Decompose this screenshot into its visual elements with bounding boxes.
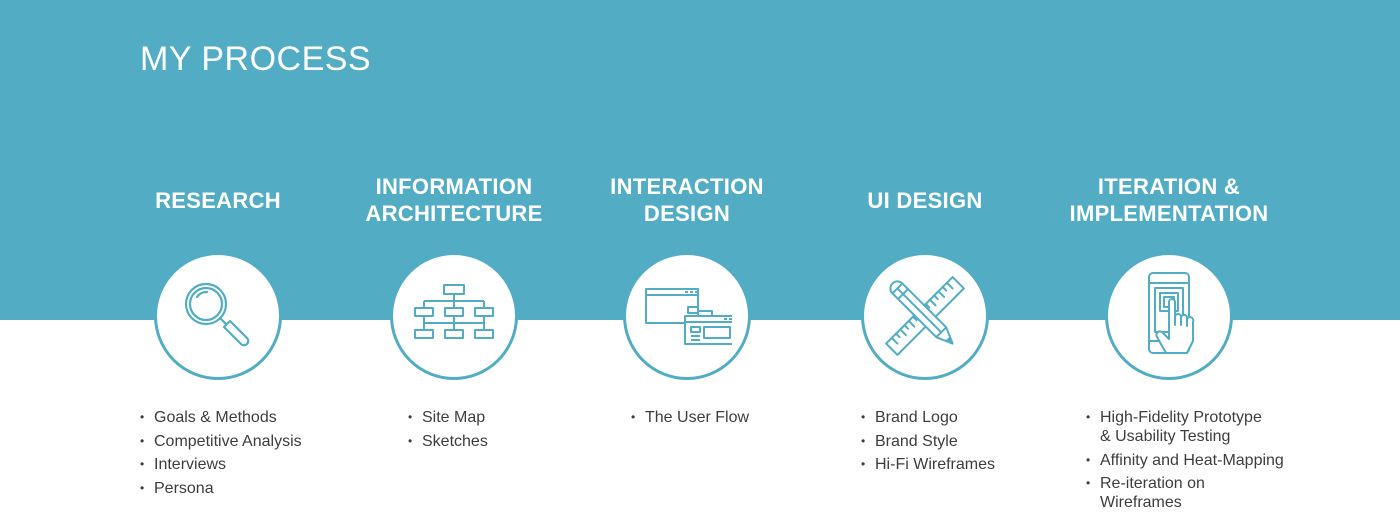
icon-circle — [154, 252, 282, 380]
list-item: Persona — [140, 479, 302, 498]
pencil-ruler-icon — [885, 276, 965, 356]
icon-circle — [623, 252, 751, 380]
list-item: Brand Style — [861, 432, 995, 451]
phone-touch-icon — [1148, 272, 1195, 354]
list-item: Affinity and Heat-Mapping — [1086, 451, 1289, 470]
icon-circle — [1105, 252, 1233, 380]
step-heading: RESEARCH — [155, 187, 281, 213]
bullet-list: The User Flow — [631, 408, 749, 432]
list-item: Sketches — [408, 432, 488, 451]
list-item: Hi-Fi Wireframes — [861, 455, 995, 474]
process-step-ui-design: UI DESIGN Brand Logo Brand Style Hi-Fi W… — [805, 168, 1045, 474]
list-item: Brand Logo — [861, 408, 995, 427]
list-item: Interviews — [140, 455, 302, 474]
process-step-information-architecture: INFORMATION ARCHITECTURE Site Map Sketch… — [334, 168, 574, 451]
list-item: Re-iteration on Wireframes — [1086, 474, 1289, 512]
bullet-list: Goals & Methods Competitive Analysis Int… — [140, 408, 302, 502]
list-item: High-Fidelity Prototype & Usability Test… — [1086, 408, 1289, 446]
step-heading: INFORMATION ARCHITECTURE — [365, 174, 543, 226]
step-heading: UI DESIGN — [867, 187, 983, 213]
step-heading: INTERACTION DESIGN — [610, 174, 764, 226]
step-heading: ITERATION & IMPLEMENTATION — [1069, 174, 1269, 226]
list-item: Competitive Analysis — [140, 432, 302, 451]
bullet-list: High-Fidelity Prototype & Usability Test… — [1086, 408, 1289, 517]
bullet-list: Site Map Sketches — [408, 408, 488, 455]
sitemap-icon — [414, 284, 494, 339]
list-item: The User Flow — [631, 408, 749, 427]
bullet-list: Brand Logo Brand Style Hi-Fi Wireframes — [861, 408, 995, 479]
page-title: MY PROCESS — [140, 40, 372, 78]
icon-circle — [390, 252, 518, 380]
icon-circle — [861, 252, 989, 380]
magnifier-icon — [184, 282, 250, 347]
process-step-interaction-design: INTERACTION DESIGN The User Flow — [567, 168, 807, 427]
list-item: Goals & Methods — [140, 408, 302, 427]
process-step-iteration-implementation: ITERATION & IMPLEMENTATION High-Fidelity… — [1049, 168, 1289, 511]
list-item: Site Map — [408, 408, 488, 427]
process-step-research: RESEARCH Goals & Methods Competitive Ana… — [98, 168, 338, 498]
windows-flow-icon — [645, 288, 732, 345]
